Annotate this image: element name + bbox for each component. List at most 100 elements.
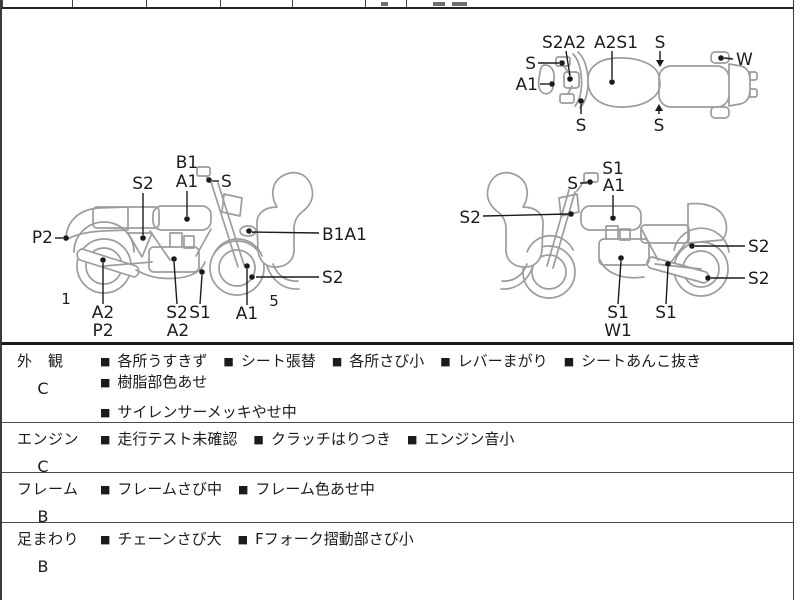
marker-label: A2	[167, 321, 189, 341]
marker-label: S	[655, 33, 666, 53]
bullet-icon: ■	[563, 355, 575, 368]
marker-label: A2	[92, 303, 114, 323]
sheet-left-border	[0, 0, 2, 600]
leader-line	[723, 57, 734, 60]
marker-label: A1	[516, 75, 538, 95]
marker-dot	[549, 81, 555, 87]
category-cell: エンジン C	[0, 423, 100, 476]
condition-item: ■クラッチはりつき	[253, 428, 391, 449]
marker-dot	[705, 275, 711, 281]
marker-left-s2-sidecover: S2	[132, 174, 154, 241]
diagram-number-5: 5	[269, 292, 279, 310]
condition-item-label: シートあんこ抜き	[581, 352, 702, 370]
top-view-lines	[563, 51, 589, 109]
marker-label: S	[525, 54, 536, 74]
marker-dot	[609, 79, 615, 85]
header-divider	[365, 0, 366, 7]
marker-top-s-seat-rear: S	[654, 104, 665, 136]
marker-dot	[100, 257, 106, 263]
table-row: 外 観 C ■各所うすきず ■シート張替 ■各所さび小 ■レバーまがり ■シート…	[0, 345, 794, 422]
condition-item-label: 走行テスト未確認	[117, 430, 238, 448]
right-bike-lines	[500, 180, 730, 290]
marker-right-s1-w1-engine: S1 W1	[604, 255, 632, 341]
header-divider	[406, 0, 407, 7]
leader-line	[617, 260, 622, 305]
condition-item: ■シート張替	[223, 350, 315, 371]
marker-dot	[618, 255, 624, 261]
marker-top-a1-fender: A1	[516, 75, 555, 95]
marker-label: S2	[748, 237, 770, 257]
marker-dot	[63, 235, 69, 241]
table-row: 足まわり B ■チェーンさび大 ■Fフォーク摺動部さび小	[0, 522, 794, 600]
marker-label: S1	[607, 303, 629, 323]
marker-label: A1	[176, 172, 198, 192]
condition-item: ■ 各所さび小	[332, 350, 424, 371]
marker-label: W1	[604, 321, 632, 341]
marker-label: S1	[189, 303, 211, 323]
condition-items-line: ■サイレンサーメッキやせ中	[100, 401, 780, 422]
marker-label: S1	[655, 303, 677, 323]
condition-item-label: レバーまがり	[457, 352, 548, 370]
marker-dot	[140, 235, 146, 241]
condition-item-label: フレーム色あせ中	[255, 480, 375, 498]
left-bike-drawing	[65, 166, 314, 296]
marker-left-a1-fork: A1	[236, 263, 258, 324]
marker-dot	[567, 76, 573, 82]
condition-item-label: サイレンサーメッキやせ中	[117, 403, 297, 421]
marker-top-s-seat-front: S	[655, 33, 666, 67]
condition-item: ■フレームさび中	[100, 478, 222, 499]
condition-item: ■ シートあんこ抜き	[564, 350, 701, 371]
table-row: エンジン C ■走行テスト未確認 ■クラッチはりつき ■エンジン音小	[0, 422, 794, 476]
condition-item: ■ レバーまがり	[440, 350, 547, 371]
condition-item: ■フレーム色あせ中	[238, 478, 375, 499]
category-cell: 足まわり B	[0, 523, 100, 600]
marker-label: A1	[236, 304, 258, 324]
condition-items-line: ■各所うすきず ■シート張替 ■各所さび小 ■レバーまがり ■シートあんこ抜き …	[100, 350, 780, 392]
header-divider	[146, 0, 147, 7]
bullet-icon: ■	[331, 355, 343, 368]
marker-right-s2-shock: S2	[689, 237, 770, 257]
marker-left-s-mirror: S	[206, 172, 232, 192]
arrowhead	[655, 104, 663, 111]
bullet-icon: ■	[440, 355, 451, 368]
marker-label: P2	[32, 228, 53, 248]
header-divider	[220, 0, 221, 7]
condition-item: ■樹脂部色あせ	[100, 371, 207, 392]
clipped-text-fragment	[433, 2, 445, 6]
marker-left-s2-front-wheel: S2	[249, 268, 344, 288]
marker-top-s2a2: S2A2	[542, 33, 586, 82]
marker-top-s-mirror: S	[525, 54, 565, 74]
marker-dot	[665, 261, 671, 267]
marker-right-s1-swingarm: S1	[655, 261, 677, 323]
sheet-right-border	[793, 0, 794, 600]
marker-dot	[578, 98, 584, 104]
marker-dot	[244, 263, 250, 269]
arrowhead	[656, 60, 664, 67]
marker-label: S2	[322, 268, 344, 288]
items-cell: ■チェーンさび大 ■Fフォーク摺動部さび小	[100, 523, 794, 600]
marker-label: S2	[166, 303, 188, 323]
bullet-icon: ■	[100, 483, 111, 496]
bullet-icon: ■	[237, 533, 249, 546]
grade-value: C	[37, 379, 49, 398]
marker-dot	[587, 179, 593, 185]
marker-label: S	[654, 116, 665, 136]
marker-label: S	[221, 172, 232, 192]
category-label: 足まわり	[17, 530, 80, 548]
clipped-header-row	[0, 0, 794, 9]
condition-item-label: 樹脂部色あせ	[117, 373, 208, 391]
diagram-number-1: 1	[61, 290, 71, 308]
condition-item-label: 各所さび小	[349, 352, 425, 370]
category-cell: 外 観 C	[0, 345, 100, 422]
marker-dot	[249, 274, 255, 280]
marker-top-w: W	[718, 50, 753, 70]
marker-label: B1A1	[322, 225, 367, 245]
condition-item-label: エンジン音小	[424, 430, 515, 448]
condition-item-label: クラッチはりつき	[270, 430, 391, 448]
marker-top-a2s1: A2S1	[594, 33, 638, 85]
top-view-drawing	[537, 51, 758, 119]
marker-dot	[689, 243, 695, 249]
header-divider	[72, 0, 73, 7]
marker-left-s2-a2-engine: S2 A2	[166, 256, 189, 341]
